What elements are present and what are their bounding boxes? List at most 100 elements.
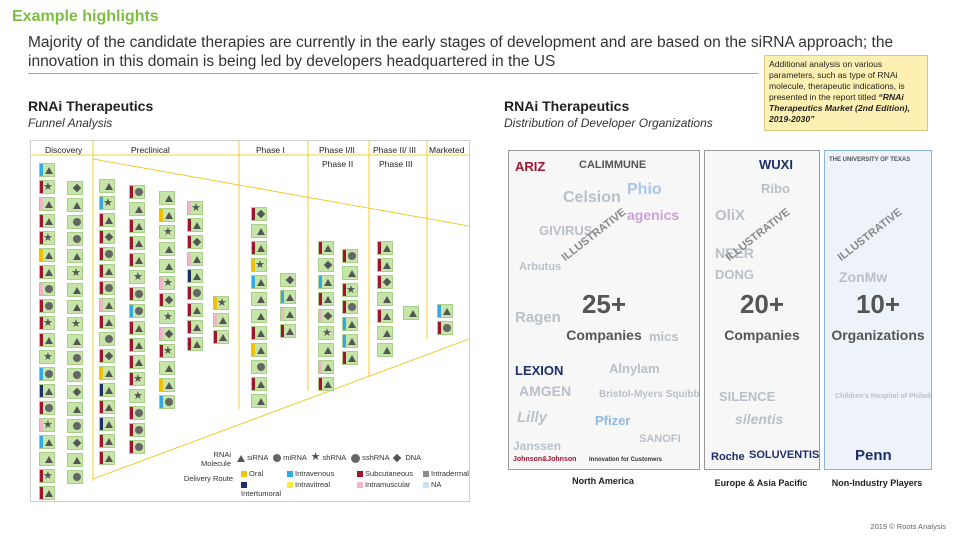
legend-route-item: Intramuscular bbox=[357, 480, 423, 498]
route-bar bbox=[130, 254, 133, 266]
triangle-icon bbox=[135, 359, 143, 366]
candidate-marker bbox=[377, 309, 393, 323]
funnel-chart: Discovery Preclinical Phase I Phase I/II… bbox=[30, 140, 470, 502]
route-bar bbox=[160, 328, 163, 340]
star-icon: ★ bbox=[71, 267, 81, 279]
route-bar bbox=[438, 305, 441, 317]
triangle-icon bbox=[105, 421, 113, 428]
route-bar bbox=[40, 232, 43, 244]
candidate-marker bbox=[159, 208, 175, 222]
circle-icon bbox=[105, 284, 113, 292]
candidate-marker bbox=[129, 185, 145, 199]
funnel-lines bbox=[31, 141, 469, 481]
candidate-marker bbox=[318, 275, 334, 289]
route-bar bbox=[40, 181, 43, 193]
callout-text: Additional analysis on various parameter… bbox=[769, 59, 905, 102]
triangle-icon bbox=[193, 324, 201, 331]
circle-icon bbox=[135, 290, 143, 298]
candidate-marker: ★ bbox=[39, 231, 55, 245]
candidate-marker bbox=[67, 249, 83, 263]
legend-sshrna: sshRNA bbox=[362, 453, 390, 462]
report-callout: Additional analysis on various parameter… bbox=[764, 55, 928, 131]
route-bar bbox=[378, 259, 381, 271]
legend-mirna: miRNA bbox=[283, 453, 307, 462]
candidate-marker bbox=[318, 377, 334, 391]
candidate-marker bbox=[39, 248, 55, 262]
star-icon: ★ bbox=[43, 232, 53, 244]
star-icon: ★ bbox=[310, 451, 321, 463]
triangle-icon bbox=[324, 364, 332, 371]
triangle-icon bbox=[219, 334, 227, 341]
route-bar bbox=[188, 338, 191, 350]
triangle-icon bbox=[45, 201, 53, 208]
candidate-marker bbox=[67, 385, 83, 399]
star-icon: ★ bbox=[43, 419, 53, 431]
route-bar bbox=[343, 301, 346, 313]
candidate-marker bbox=[187, 303, 203, 317]
candidate-marker bbox=[99, 366, 115, 380]
route-bar bbox=[319, 276, 322, 288]
candidate-marker: ★ bbox=[39, 469, 55, 483]
candidate-marker bbox=[67, 351, 83, 365]
circle-icon bbox=[443, 324, 451, 332]
triangle-icon bbox=[45, 388, 53, 395]
triangle-icon bbox=[324, 279, 332, 286]
candidate-marker bbox=[159, 378, 175, 392]
route-bar bbox=[378, 276, 381, 288]
triangle-icon bbox=[135, 342, 143, 349]
na-count: 25+ bbox=[581, 289, 627, 319]
na-count-label: Companies bbox=[566, 327, 642, 343]
candidate-marker bbox=[39, 435, 55, 449]
candidate-marker bbox=[251, 309, 267, 323]
candidate-marker bbox=[187, 252, 203, 266]
region-non-industry: Non-Industry Players bbox=[831, 478, 923, 488]
candidate-marker bbox=[67, 436, 83, 450]
triangle-icon bbox=[193, 341, 201, 348]
candidate-marker bbox=[251, 275, 267, 289]
star-icon: ★ bbox=[163, 277, 173, 289]
triangle-icon bbox=[286, 311, 294, 318]
candidate-marker bbox=[39, 265, 55, 279]
eu-count: 20+ bbox=[739, 289, 785, 319]
discovery-col-2: ★★ bbox=[67, 181, 83, 484]
triangle-icon bbox=[105, 302, 113, 309]
candidate-marker bbox=[67, 334, 83, 348]
candidate-marker bbox=[67, 198, 83, 212]
route-bar bbox=[130, 339, 133, 351]
diamond-icon bbox=[393, 453, 402, 463]
candidate-marker bbox=[342, 249, 358, 263]
circle-icon bbox=[350, 453, 360, 463]
circle-icon bbox=[135, 188, 143, 196]
star-icon: ★ bbox=[163, 311, 173, 323]
route-bar bbox=[252, 378, 255, 390]
candidate-marker: ★ bbox=[129, 270, 145, 284]
triangle-icon bbox=[286, 294, 294, 301]
candidate-marker bbox=[99, 315, 115, 329]
candidate-marker bbox=[99, 264, 115, 278]
legend-route-item: Intradermal bbox=[423, 469, 475, 478]
candidate-marker bbox=[67, 368, 83, 382]
candidate-marker bbox=[318, 309, 334, 323]
stage-phase-2: Phase II bbox=[322, 159, 354, 169]
route-bar bbox=[130, 322, 133, 334]
candidate-marker bbox=[187, 320, 203, 334]
candidate-marker bbox=[159, 293, 175, 307]
route-label: Intravenous bbox=[295, 469, 335, 478]
candidate-marker bbox=[129, 236, 145, 250]
triangle-icon bbox=[135, 257, 143, 264]
legend-route-item: Intravitreal bbox=[287, 480, 357, 498]
triangle-icon bbox=[105, 404, 113, 411]
candidate-marker bbox=[159, 259, 175, 273]
star-icon: ★ bbox=[217, 297, 227, 309]
candidate-marker bbox=[159, 327, 175, 341]
route-bar bbox=[100, 384, 103, 396]
circle-icon bbox=[73, 371, 81, 379]
stage-phase-3: Phase III bbox=[379, 159, 413, 169]
route-bar bbox=[100, 197, 103, 209]
triangle-icon bbox=[193, 222, 201, 229]
candidate-marker bbox=[251, 207, 267, 221]
route-bar bbox=[188, 253, 191, 265]
route-label: NA bbox=[431, 480, 442, 489]
preclinical-col-5: ★ bbox=[213, 296, 229, 344]
